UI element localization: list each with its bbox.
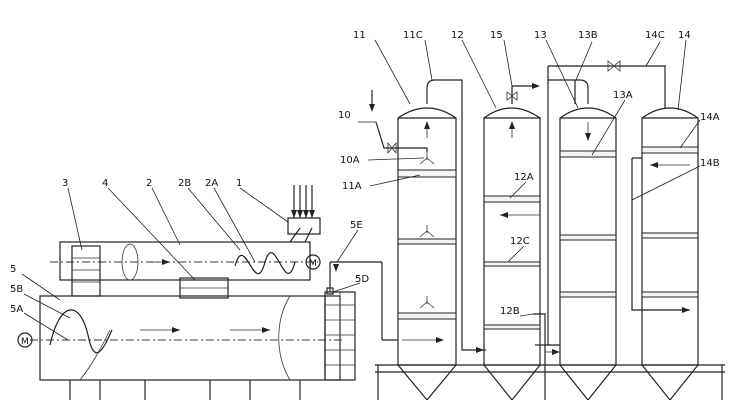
label-12C: 12C bbox=[510, 236, 530, 247]
label-11A: 11A bbox=[342, 181, 362, 192]
label-2: 2 bbox=[146, 178, 152, 189]
label-11: 11 bbox=[353, 30, 366, 41]
label-12: 12 bbox=[451, 30, 464, 41]
pipe-14B bbox=[631, 157, 690, 313]
label-12A: 12A bbox=[514, 172, 534, 183]
label-1: 1 bbox=[236, 178, 242, 189]
label-5D: 5D bbox=[355, 274, 369, 285]
label-15: 15 bbox=[490, 30, 503, 41]
motor-right-symbol: M bbox=[309, 259, 317, 269]
pipe-12B bbox=[533, 313, 546, 400]
label-5B: 5B bbox=[10, 284, 23, 295]
motor-left: M bbox=[17, 332, 33, 348]
part-labels: 3 4 2 2B 2A 1 5 5B 5A 5E 5D 10 10A 11A 1… bbox=[10, 30, 720, 317]
label-2B: 2B bbox=[178, 178, 191, 189]
pipe-10-inlet bbox=[369, 90, 428, 155]
label-14B: 14B bbox=[700, 158, 720, 169]
label-14A: 14A bbox=[700, 112, 720, 123]
label-13A: 13A bbox=[613, 90, 633, 101]
label-4: 4 bbox=[102, 178, 108, 189]
screw-conveyor-2 bbox=[50, 227, 318, 281]
pipe-15-vent bbox=[506, 83, 540, 104]
tower-11 bbox=[397, 107, 457, 366]
motor-right: M bbox=[305, 254, 321, 270]
drive-3 bbox=[71, 245, 101, 297]
connector-4 bbox=[179, 277, 229, 299]
label-12B: 12B bbox=[500, 306, 520, 317]
label-2A: 2A bbox=[205, 178, 218, 189]
tower-14 bbox=[641, 107, 699, 366]
tower-base bbox=[375, 364, 725, 400]
label-5E: 5E bbox=[350, 220, 363, 231]
tower-12 bbox=[483, 107, 541, 366]
leader-lines bbox=[21, 39, 701, 341]
label-3: 3 bbox=[62, 178, 68, 189]
label-5: 5 bbox=[10, 264, 16, 275]
label-14: 14 bbox=[678, 30, 691, 41]
label-14C: 14C bbox=[645, 30, 665, 41]
label-11C: 11C bbox=[403, 30, 423, 41]
tower-13 bbox=[559, 107, 617, 366]
hopper-1 bbox=[287, 185, 321, 235]
pipe-5D-5E bbox=[326, 261, 398, 341]
label-13: 13 bbox=[534, 30, 547, 41]
pipe-11C bbox=[426, 79, 486, 353]
pipe-13B bbox=[535, 79, 589, 355]
label-5A: 5A bbox=[10, 304, 23, 315]
label-10A: 10A bbox=[340, 155, 360, 166]
motor-left-symbol: M bbox=[21, 337, 29, 347]
pipe-14C bbox=[547, 60, 666, 108]
label-10: 10 bbox=[338, 110, 351, 121]
rotary-drum-5 bbox=[30, 291, 356, 400]
label-13B: 13B bbox=[578, 30, 598, 41]
